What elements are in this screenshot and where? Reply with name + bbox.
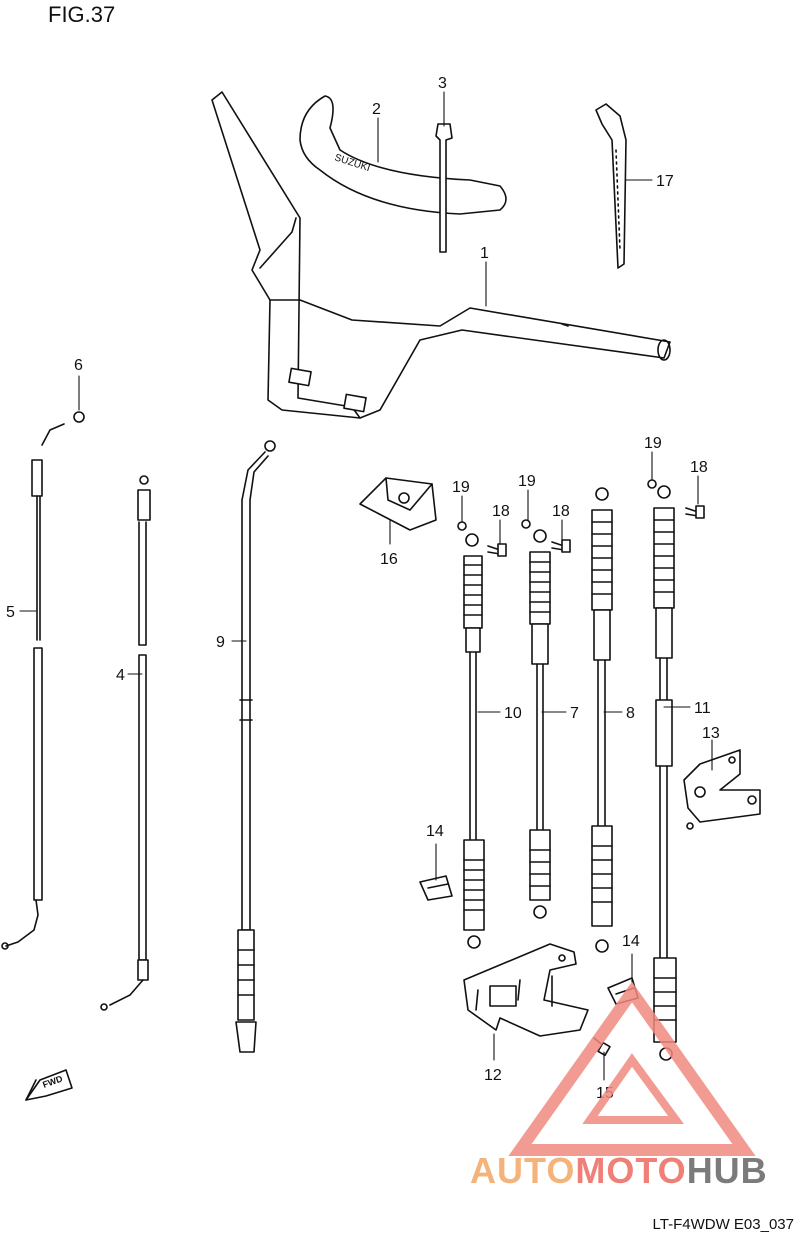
fwd-arrow-icon: FWD	[25, 1069, 73, 1101]
cable-8	[591, 487, 613, 953]
leader-lines	[19, 91, 713, 1081]
figure-title: FIG.37	[48, 2, 116, 27]
cable-9	[235, 440, 276, 1053]
bolt-18c	[685, 505, 705, 519]
washer-6	[73, 411, 85, 423]
bolt-18a	[487, 543, 507, 557]
callout-14b: 14	[622, 933, 640, 950]
clamp-14a	[419, 875, 453, 901]
callout-12: 12	[484, 1067, 502, 1084]
callout-7: 7	[570, 705, 579, 722]
callout-19a: 19	[452, 479, 470, 496]
cable-5	[1, 423, 65, 950]
bracket-13	[683, 749, 761, 830]
cable-10	[463, 533, 485, 949]
callout-19c: 19	[644, 435, 662, 452]
bolt-18b	[551, 539, 571, 553]
callout-11: 11	[694, 700, 711, 717]
callout-18c: 18	[690, 459, 708, 476]
callout-18a: 18	[492, 503, 510, 520]
figure-code: LT-F4WDW E03_037	[652, 1216, 794, 1233]
cable-tie-3	[435, 123, 453, 253]
grip-cover: SUZUKI	[299, 95, 507, 215]
bracket-12	[463, 943, 589, 1037]
callout-18b: 18	[552, 503, 570, 520]
handlebar	[211, 91, 671, 419]
callout-2: 2	[372, 101, 381, 118]
cable-4	[100, 475, 151, 1011]
callout-6: 6	[74, 357, 83, 374]
callout-10: 10	[504, 705, 522, 722]
callout-16: 16	[380, 551, 398, 568]
callout-1: 1	[480, 245, 489, 262]
watermark-auto: AUTO	[470, 1150, 576, 1191]
washer-19b	[521, 519, 531, 529]
cable-7	[529, 529, 551, 919]
watermark-text: AUTOMOTOHUB	[470, 1150, 800, 1192]
callout-4: 4	[116, 667, 125, 684]
washer-19c	[647, 479, 657, 489]
callout-19b: 19	[518, 473, 536, 490]
callout-3: 3	[438, 75, 447, 92]
callout-13: 13	[702, 725, 720, 742]
watermark-hub: HUB	[686, 1150, 768, 1191]
callout-5: 5	[6, 604, 15, 621]
callout-8: 8	[626, 705, 635, 722]
cable-tie-17	[595, 103, 627, 269]
watermark-moto: MOTO	[575, 1150, 687, 1191]
cable-guide-16	[359, 477, 437, 531]
washer-19a	[457, 521, 467, 531]
callout-14a: 14	[426, 823, 444, 840]
cable-11	[653, 485, 677, 1061]
callout-17: 17	[656, 173, 674, 190]
callout-9: 9	[216, 634, 225, 651]
callout-numbers: 1 2 3 4 5 6 7 8 9 10 11 12 13 14 14 15 1…	[6, 75, 720, 1102]
watermark-logo-icon	[508, 981, 756, 1156]
